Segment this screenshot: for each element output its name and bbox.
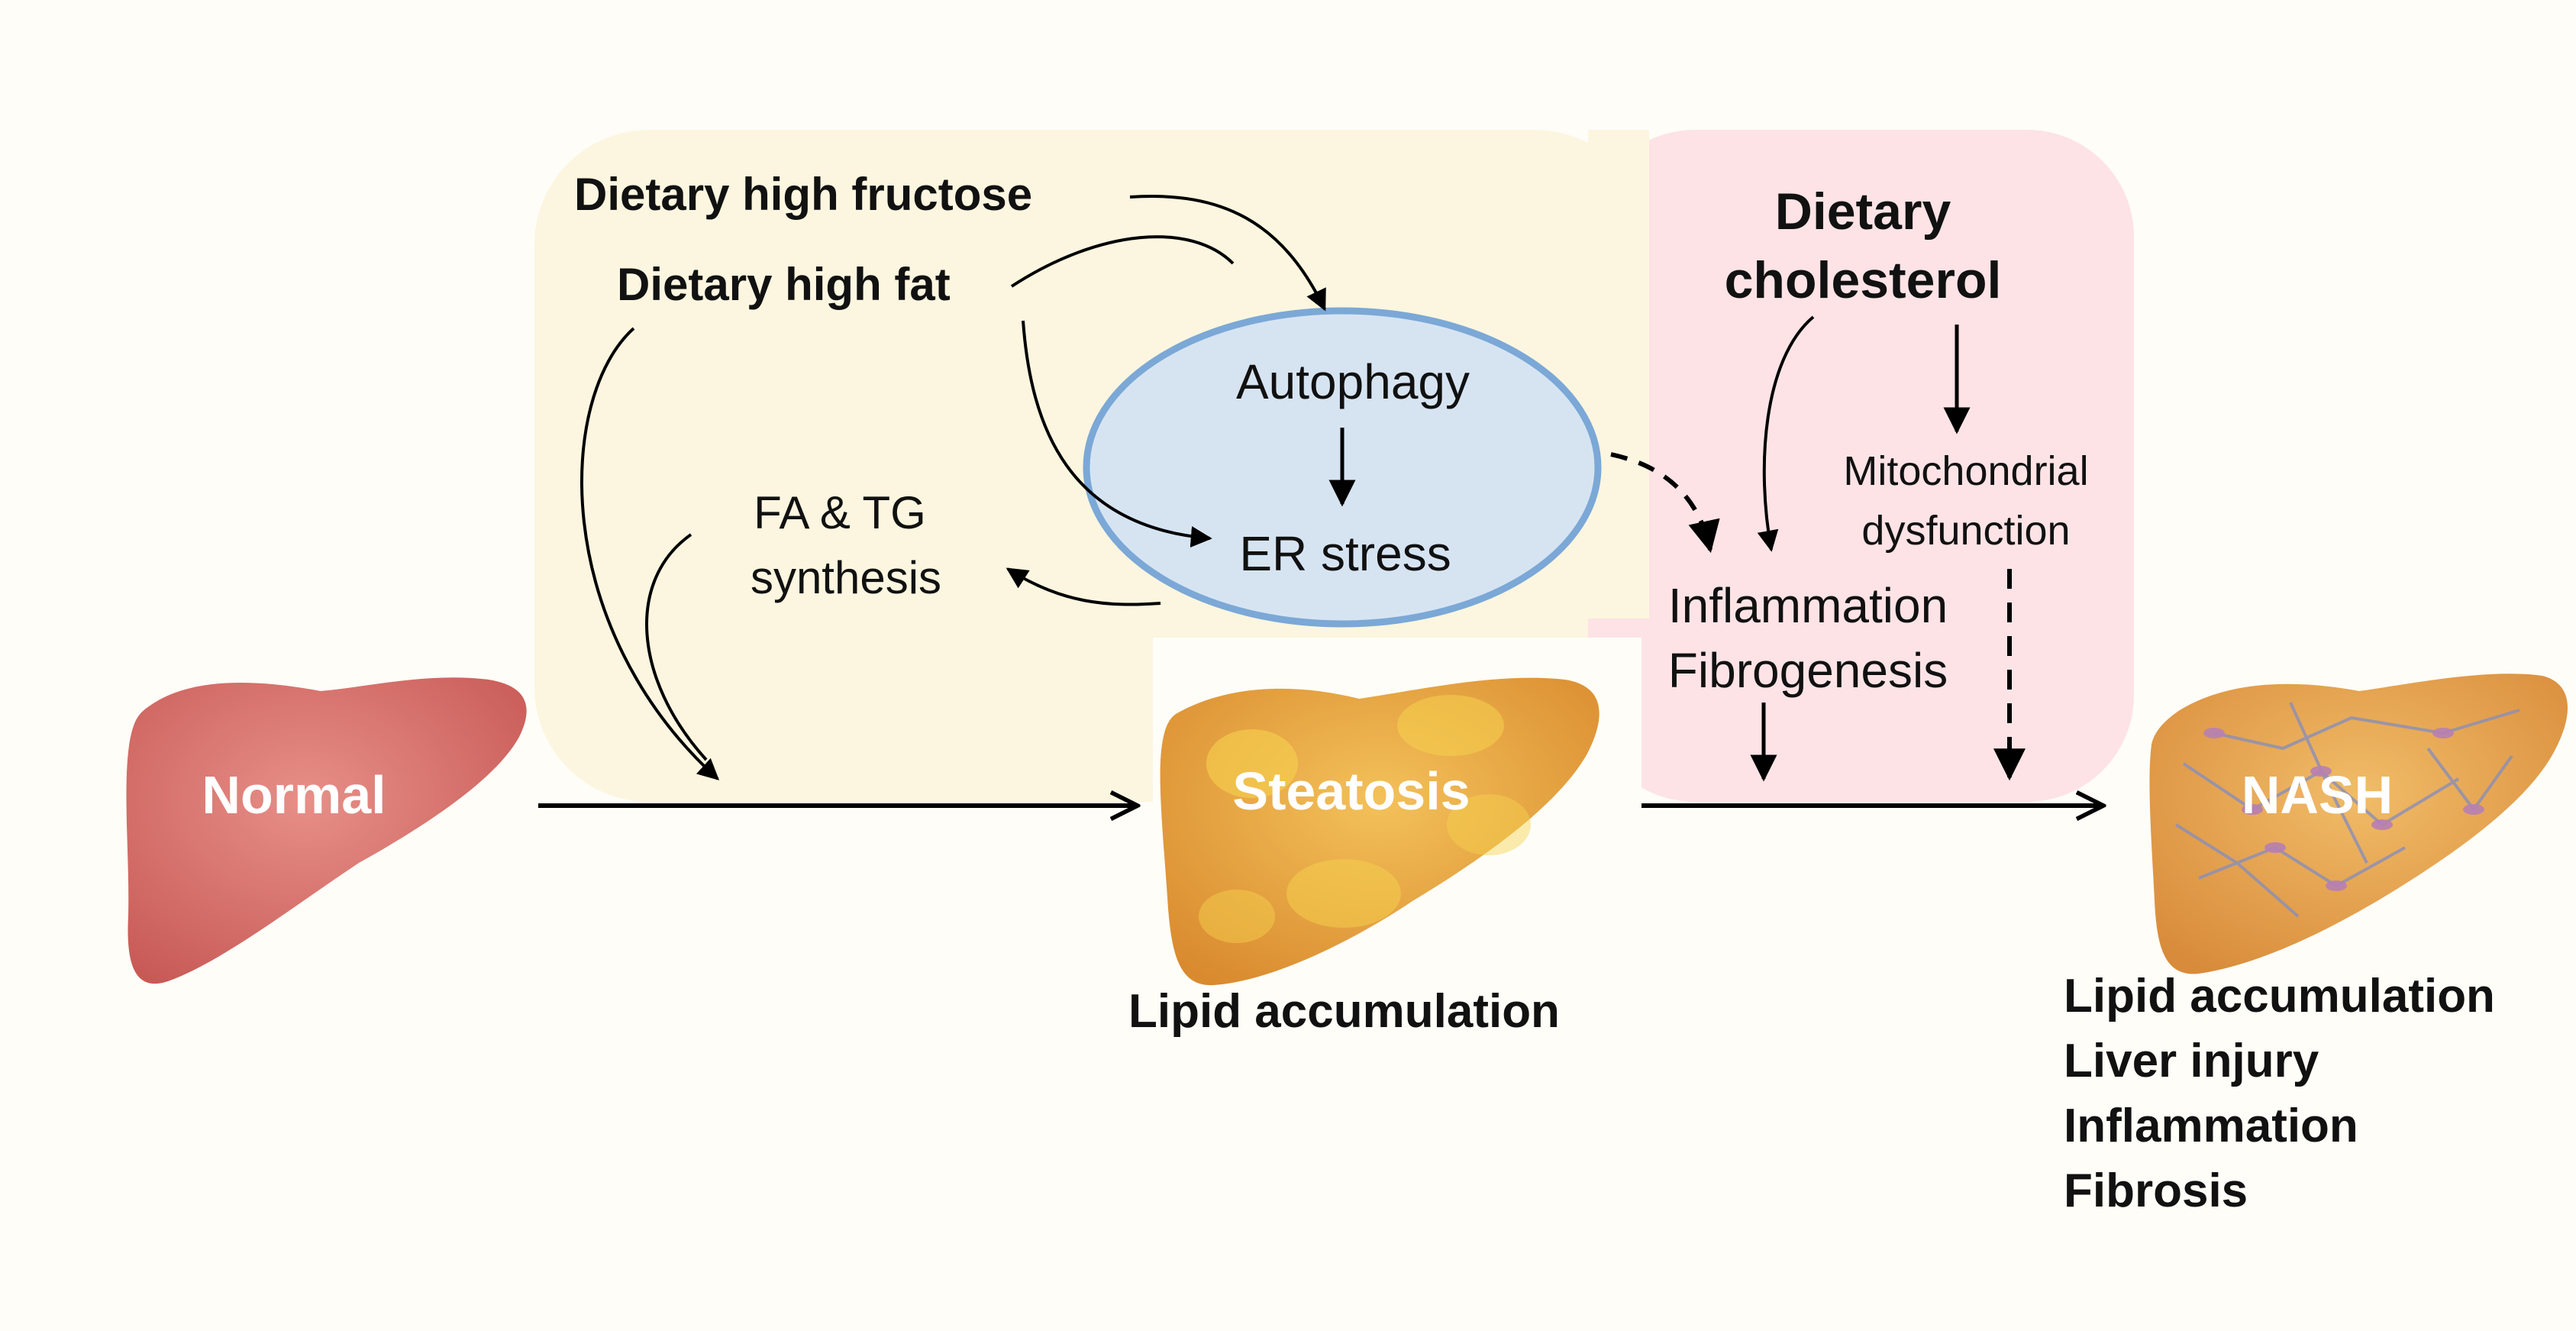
fa-tg-label-1: FA & TG	[754, 487, 926, 538]
nash-outcome-1: Lipid accumulation	[2064, 970, 2495, 1022]
fa-tg-label-2: synthesis	[751, 552, 941, 603]
arrow-er-to-inflammation	[1610, 452, 1720, 554]
normal-liver	[126, 677, 527, 984]
arrow-fat-to-er-stress	[1022, 320, 1212, 548]
nash-liver	[2149, 674, 2568, 974]
dietary-cholesterol-label-2: cholesterol	[1725, 251, 2002, 309]
pink-panel	[1588, 130, 2134, 802]
normal-stage-label: Normal	[202, 765, 386, 825]
dietary-cholesterol-label-1: Dietary	[1775, 183, 1951, 241]
autophagy-label: Autophagy	[1236, 354, 1470, 409]
nash-outcome-4: Fibrosis	[2064, 1165, 2248, 1217]
arrow-fatg-to-flow	[645, 533, 708, 761]
nash-stage-label: NASH	[2242, 765, 2393, 825]
mitochondrial-label-1: Mitochondrial	[1843, 448, 2088, 494]
arrow-fat-to-autophagy	[1010, 235, 1235, 288]
er-stress-label: ER stress	[1239, 526, 1451, 581]
arrow-fructose-to-autophagy	[1129, 195, 1326, 312]
nash-outcome-3: Inflammation	[2064, 1100, 2358, 1152]
arrow-er-to-fatg	[1006, 567, 1161, 606]
arrow-cholesterol-to-inflammation	[1757, 315, 1815, 552]
arrow-fat-to-flow	[580, 327, 720, 780]
inflammation-label: Inflammation	[1668, 578, 1948, 633]
mitochondrial-label-2: dysfunction	[1861, 508, 2070, 554]
dietary-high-fructose-label: Dietary high fructose	[574, 169, 1032, 220]
steatosis-outcome: Lipid accumulation	[1128, 985, 1560, 1038]
steatosis-liver	[1160, 677, 1600, 986]
fibrogenesis-label: Fibrogenesis	[1668, 643, 1948, 698]
dietary-high-fat-label: Dietary high fat	[617, 259, 951, 310]
nash-outcome-2: Liver injury	[2064, 1035, 2319, 1087]
steatosis-stage-label: Steatosis	[1232, 761, 1470, 821]
